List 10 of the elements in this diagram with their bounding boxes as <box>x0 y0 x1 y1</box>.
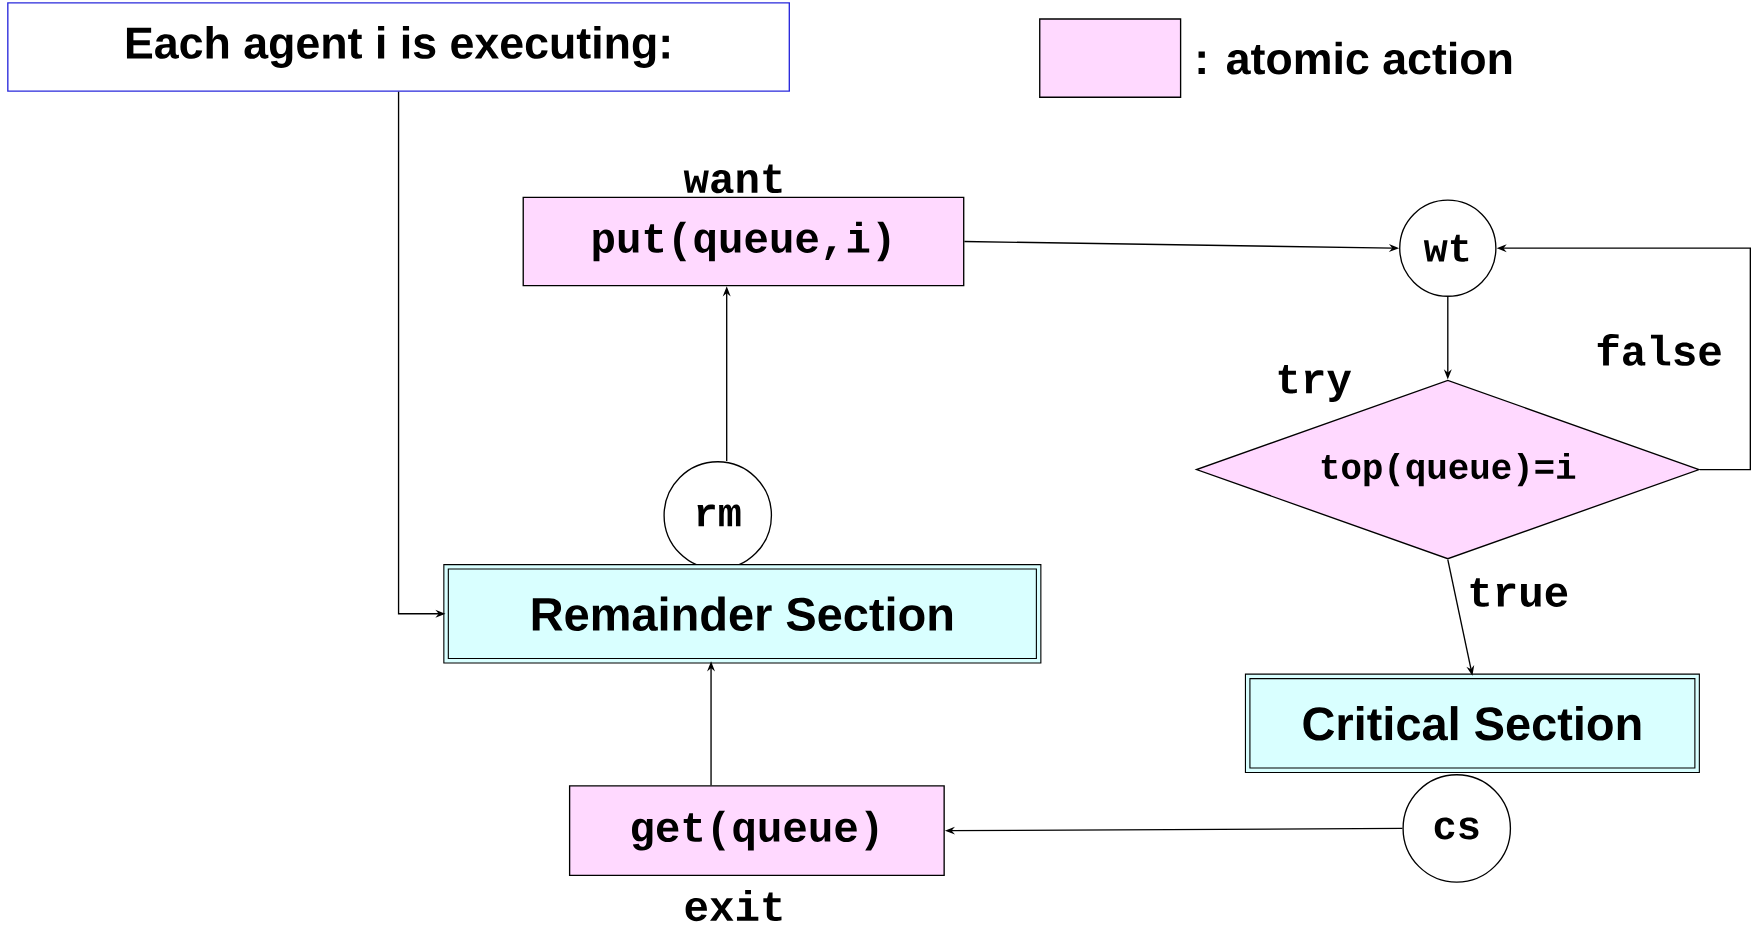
action-box: get(queue) <box>568 785 945 877</box>
section-box: Remainder Section <box>443 564 1042 664</box>
edge-label: false <box>1597 334 1721 366</box>
edge-label: true <box>1470 578 1568 607</box>
heading-box: Each agent i is executing: <box>7 2 790 92</box>
state-label: exit <box>685 890 782 922</box>
section-box: Critical Section <box>1244 673 1700 774</box>
legend-label: : atomic action <box>1198 41 1512 75</box>
state-label: want <box>683 164 782 194</box>
action-box: put(queue,i) <box>522 196 965 287</box>
